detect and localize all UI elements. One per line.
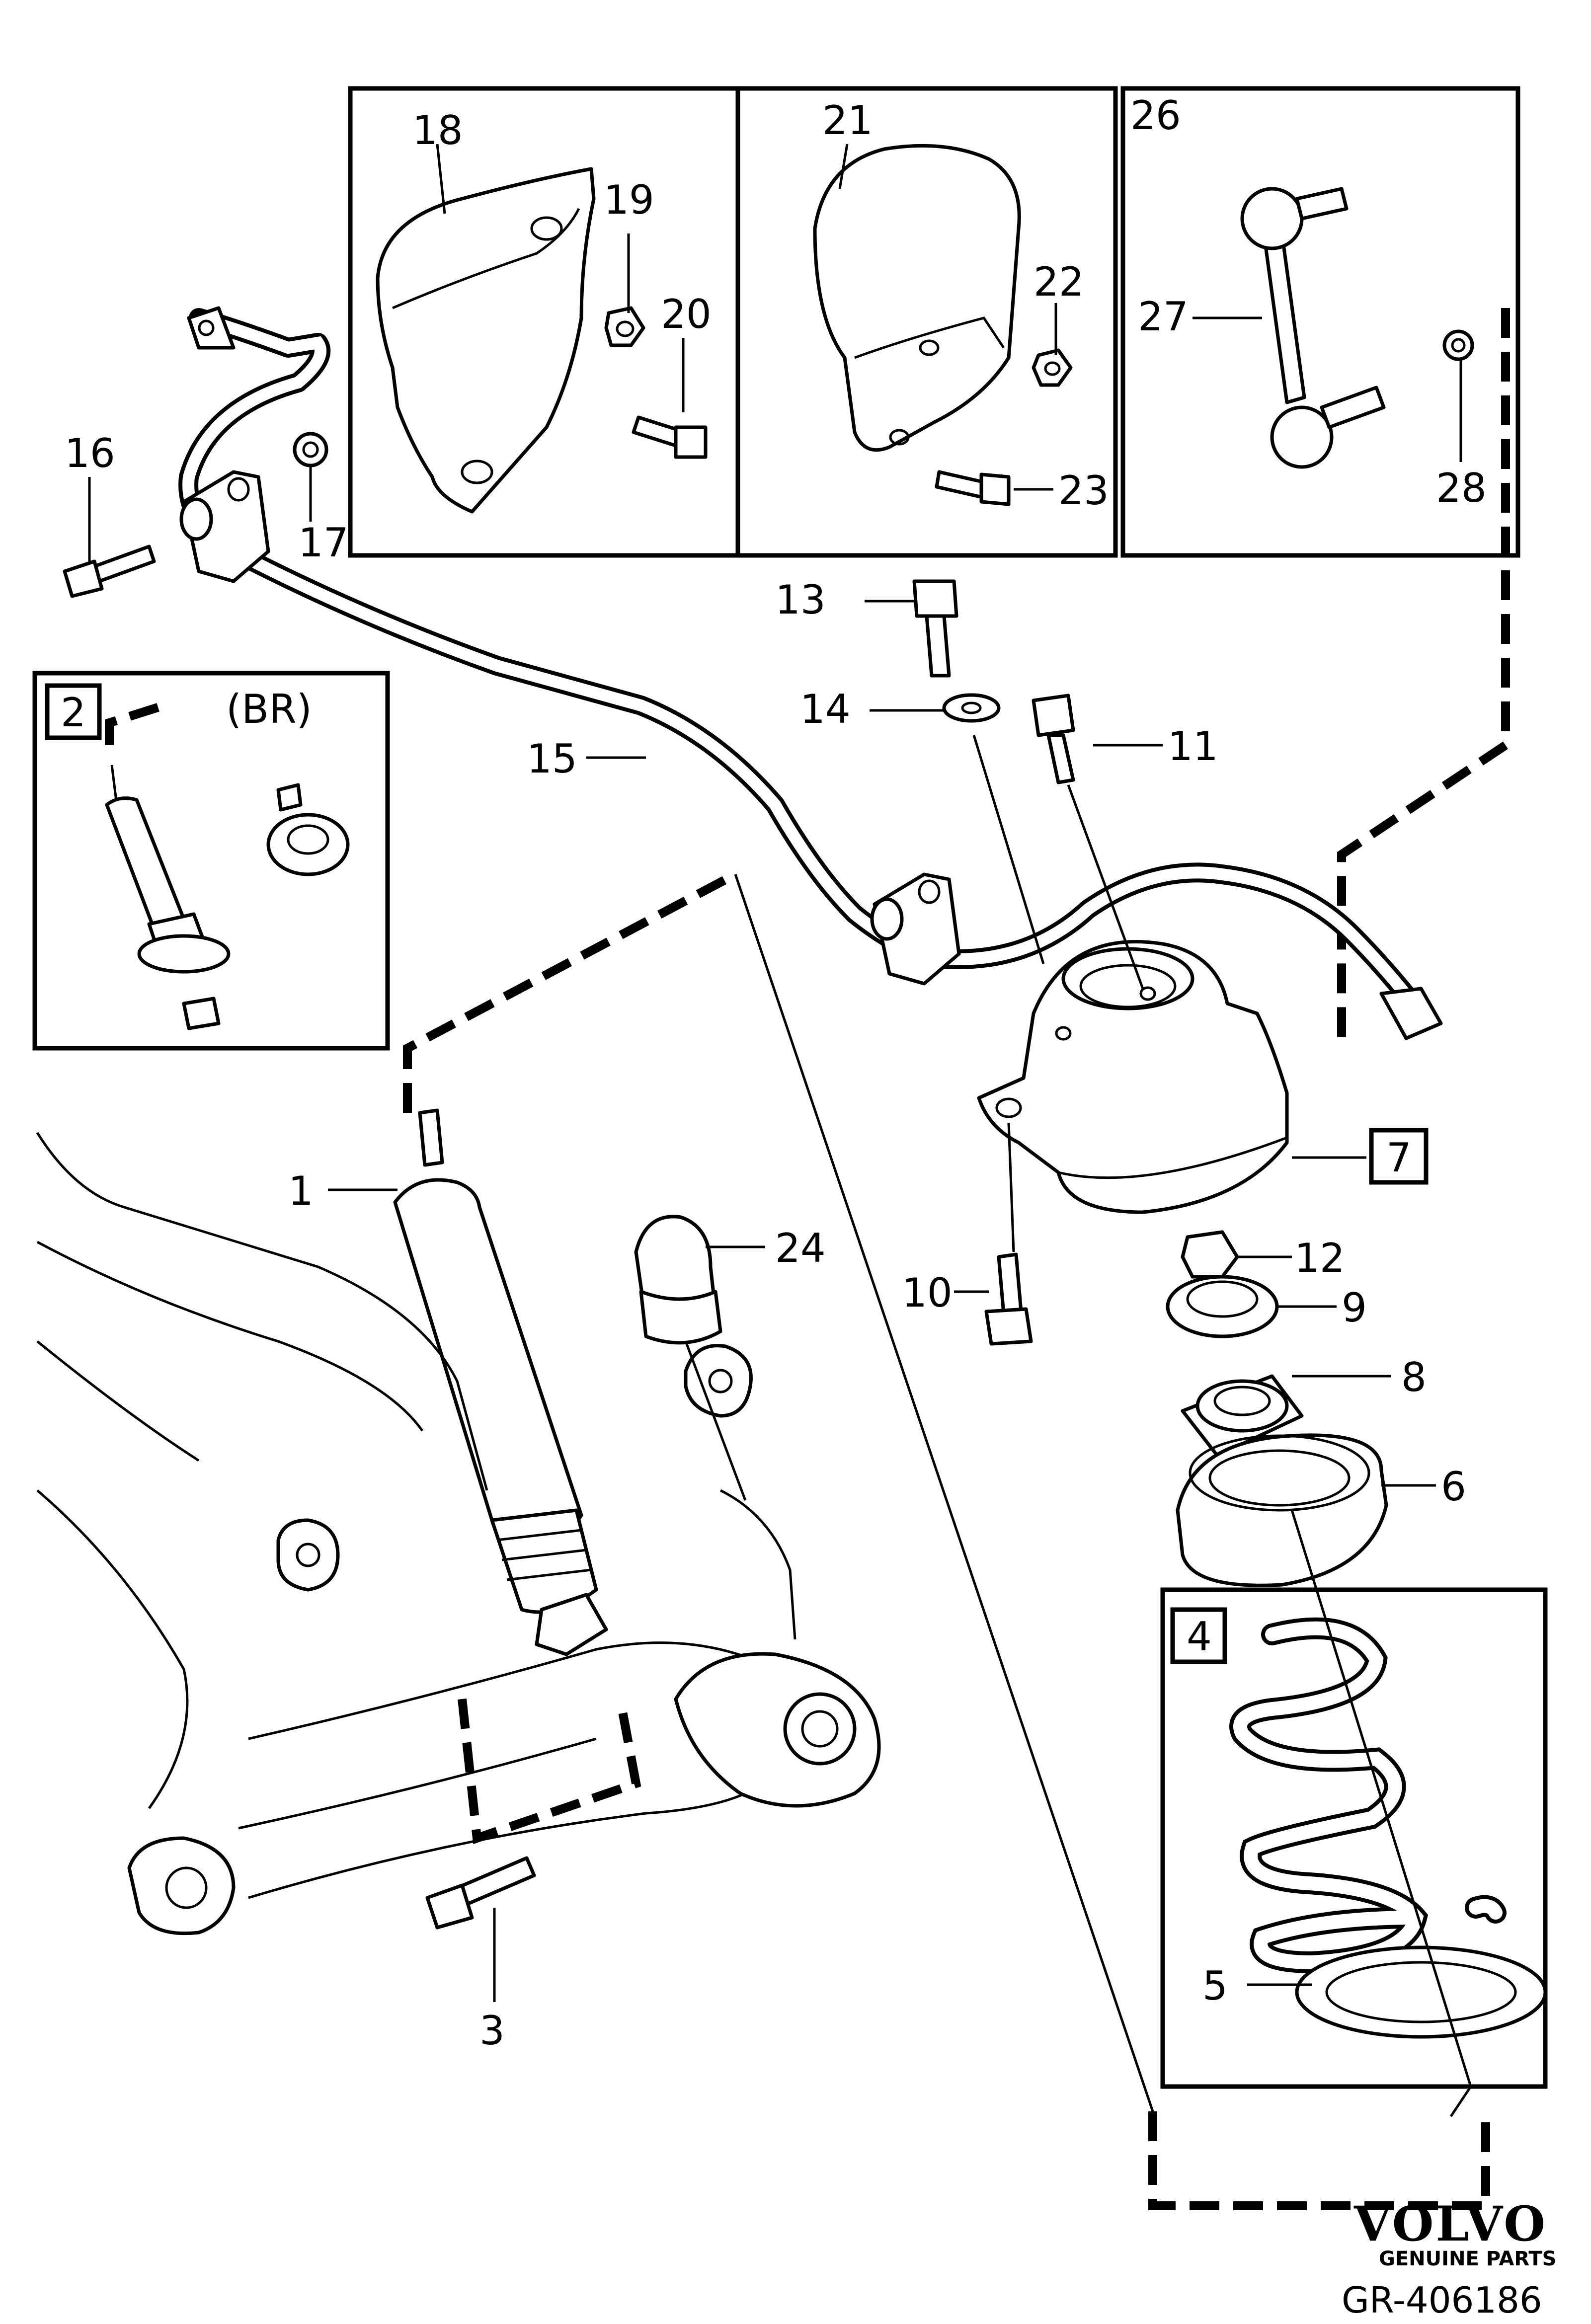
callout-14: 14 <box>800 686 851 732</box>
inset-br-label: (BR) <box>226 686 312 732</box>
bushing-bracket-left <box>179 470 270 583</box>
callout-28: 28 <box>1436 465 1487 511</box>
dashed-group-line-link <box>1337 308 1510 1048</box>
washer-14 <box>942 693 1001 723</box>
bolt-23 <box>935 470 1011 506</box>
guide-line-7 <box>972 735 1144 1252</box>
callout-20: 20 <box>661 291 712 337</box>
heat-shield-21 <box>813 144 1021 452</box>
nut-22 <box>1032 348 1073 387</box>
callout-11: 11 <box>1168 723 1218 770</box>
bolt-20 <box>632 415 708 459</box>
callout-17: 17 <box>298 520 349 566</box>
callout-21: 21 <box>822 97 873 144</box>
bolt-13 <box>912 579 958 678</box>
callout-26: 26 <box>1130 92 1181 139</box>
subframe <box>36 1132 881 1936</box>
callout-15: 15 <box>527 736 577 782</box>
inset-frame-21 <box>735 86 1118 558</box>
guide-line-long <box>734 874 1154 2112</box>
callout-22: 22 <box>1034 259 1084 305</box>
bolt-10 <box>984 1252 1033 1346</box>
bearing-9 <box>1166 1275 1279 1338</box>
inset-frame-4 <box>1160 1587 1548 2089</box>
guide-line-spring <box>1290 1510 1472 2117</box>
callout-4: 4 <box>1187 1614 1212 1660</box>
dashed-group-line-shock <box>403 870 738 1113</box>
bolt-3 <box>425 1856 536 1930</box>
callout-box-7: 7 <box>1369 1128 1429 1185</box>
mount-plate-8 <box>1181 1374 1304 1458</box>
nut-12 <box>1181 1230 1239 1279</box>
drawing-reference: GR-406186 <box>1342 2279 1542 2321</box>
coil-spring-4 <box>1229 1617 1507 1974</box>
brand-tagline: GENUINE PARTS <box>1379 2247 1556 2270</box>
callout-24: 24 <box>775 1225 826 1271</box>
inset-frame-2 <box>32 671 390 1051</box>
leader-lines <box>88 144 1462 2002</box>
bolt-16 <box>63 544 156 598</box>
callout-13: 13 <box>775 577 826 623</box>
callout-16: 16 <box>65 430 115 476</box>
bolt-11 <box>1032 694 1075 784</box>
callout-box-4: 4 <box>1170 1607 1227 1664</box>
nut-28 <box>1442 329 1474 361</box>
callout-3: 3 <box>479 2008 505 2054</box>
dashed-group-line-shock-bottom <box>458 1699 641 1845</box>
shock-absorber-1 <box>393 1108 608 1656</box>
callout-19: 19 <box>604 177 654 223</box>
inset-frame-26 <box>1120 86 1520 558</box>
heat-shield-18 <box>376 167 596 514</box>
callout-1: 1 <box>288 1168 314 1214</box>
mount-inset-2 <box>266 783 350 876</box>
spring-seat-6 <box>1176 1433 1388 1587</box>
callout-7: 7 <box>1386 1135 1412 1181</box>
callout-23: 23 <box>1058 467 1109 514</box>
callout-12: 12 <box>1294 1235 1345 1281</box>
callout-6: 6 <box>1441 1464 1466 1510</box>
callout-2: 2 <box>61 690 86 736</box>
callout-9: 9 <box>1342 1285 1367 1331</box>
stabilizer-bar-15 <box>178 306 1443 1040</box>
nut-19 <box>604 306 645 347</box>
callout-8: 8 <box>1401 1354 1427 1400</box>
guide-line-24 <box>684 1341 747 1501</box>
callout-27: 27 <box>1138 294 1189 340</box>
spring-seat-5 <box>1295 1945 1547 2039</box>
callout-10: 10 <box>902 1270 953 1316</box>
dashed-group-line-spring <box>1148 2111 1490 2210</box>
callout-5: 5 <box>1202 1963 1228 2009</box>
dashed-group-line-inset2 <box>105 701 165 745</box>
bushing-bracket-right <box>870 872 961 986</box>
callout-box-2: 2 <box>45 683 102 740</box>
spring-mount-7 <box>977 940 1289 1214</box>
callout-18: 18 <box>412 107 463 154</box>
bump-stop-24 <box>634 1215 722 1345</box>
nut-17 <box>293 432 328 467</box>
shock-absorber-inset-2 <box>105 765 231 1030</box>
stabilizer-link-27 <box>1240 187 1386 469</box>
brand-name: VOLVO <box>1353 2196 1547 2252</box>
